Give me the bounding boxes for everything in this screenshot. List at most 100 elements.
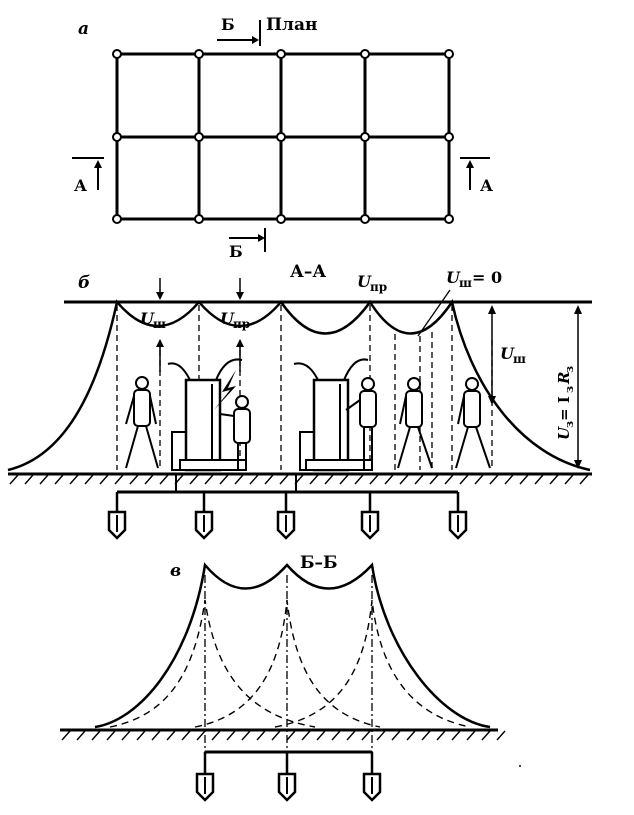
label-u-step-right: U ш [500, 344, 526, 366]
hatch-mark [189, 474, 199, 485]
ground-hatch-aa [9, 474, 589, 485]
grid-node [444, 214, 454, 224]
section-b-arrow-bottom [229, 228, 266, 252]
panel-b-letter: б [78, 273, 90, 293]
grid-node [360, 214, 370, 224]
step-voltage-dimension [488, 305, 496, 405]
hatch-mark [466, 730, 476, 741]
person-touching-1 [219, 395, 251, 470]
leader-u-step-zero [417, 289, 451, 337]
hatch-mark [414, 474, 424, 485]
hatch-mark [504, 474, 514, 485]
hatch-mark [361, 730, 371, 741]
svg-text:= 0: = 0 [472, 268, 502, 287]
panel-a: а План Б Б [72, 15, 493, 261]
hatch-mark [481, 730, 491, 741]
hatch-mark [196, 730, 206, 741]
panel-b: б А–А [7, 262, 592, 540]
svg-text:= I: = I [555, 396, 573, 421]
svg-text:пр: пр [233, 317, 250, 331]
equipment-cabinet-1 [167, 358, 247, 472]
hatch-mark [91, 730, 101, 741]
svg-text:R: R [555, 372, 573, 385]
hatch-mark [114, 474, 124, 485]
label-u-touch-2: U пр [357, 272, 387, 294]
hatch-mark [84, 474, 94, 485]
hatch-mark [399, 474, 409, 485]
section-b-arrow-top [217, 20, 261, 46]
hatch-mark [264, 474, 274, 485]
hatch-mark [301, 730, 311, 741]
section-b-label-top: Б [221, 15, 235, 34]
step-voltage-arrow-1 [156, 278, 164, 300]
hatch-mark [309, 474, 319, 485]
person-touching-2 [345, 377, 377, 470]
potential-curve-aa [7, 298, 591, 472]
section-b-label-bottom: Б [229, 242, 243, 261]
hatch-mark [519, 474, 529, 485]
hatch-mark [534, 474, 544, 485]
person-walking-2 [397, 377, 433, 469]
hatch-mark [249, 474, 259, 485]
panel-c: в Б–Б [60, 553, 521, 802]
individual-electrode-curves [109, 599, 471, 728]
hatch-mark [159, 474, 169, 485]
svg-text:з: з [563, 366, 576, 373]
hatch-mark [354, 474, 364, 485]
svg-text:U: U [140, 309, 155, 328]
hatch-mark [151, 730, 161, 741]
hatch-mark [24, 474, 34, 485]
hatch-mark [271, 730, 281, 741]
hatch-mark [39, 474, 49, 485]
hatch-mark [241, 730, 251, 741]
hatch-mark [226, 730, 236, 741]
person-walking-1 [125, 376, 159, 469]
svg-text:U: U [446, 268, 461, 287]
hatch-mark [549, 474, 559, 485]
hatch-mark [474, 474, 484, 485]
hatch-mark [496, 730, 506, 741]
earth-electrodes-bb [195, 752, 382, 802]
hatch-mark [106, 730, 116, 741]
grid-node [276, 49, 286, 59]
grid-node [194, 49, 204, 59]
hatch-mark [76, 730, 86, 741]
hatch-mark [204, 474, 214, 485]
hatch-mark [61, 730, 71, 741]
grid-node [112, 49, 122, 59]
label-u-step-1: U ш [140, 309, 166, 331]
hatch-mark [129, 474, 139, 485]
label-u-touch-1: U пр [220, 309, 250, 331]
section-a-label-left: А [74, 176, 87, 195]
grid-node [444, 132, 454, 142]
hatch-mark [339, 474, 349, 485]
hatch-mark [219, 474, 229, 485]
step-voltage-arrow-2 [236, 278, 244, 300]
svg-text:ш: ш [459, 276, 472, 290]
hatch-mark [256, 730, 266, 741]
panel-c-letter: в [170, 561, 181, 581]
hatch-mark [331, 730, 341, 741]
curve-arrow-left [156, 339, 164, 372]
hatch-mark [376, 730, 386, 741]
hatch-mark [436, 730, 446, 741]
hatch-mark [234, 474, 244, 485]
hatch-mark [429, 474, 439, 485]
hatch-mark [421, 730, 431, 741]
hatch-mark [166, 730, 176, 741]
hatch-mark [181, 730, 191, 741]
grid-node [444, 49, 454, 59]
earth-voltage-dimension [574, 305, 582, 469]
hatch-mark [279, 474, 289, 485]
hatch-mark [211, 730, 221, 741]
svg-text:U: U [220, 309, 235, 328]
hatch-mark [564, 474, 574, 485]
hatch-mark [54, 474, 64, 485]
hatch-mark [286, 730, 296, 741]
svg-text:ш: ш [153, 317, 166, 331]
hatch-mark [459, 474, 469, 485]
svg-text:ш: ш [513, 352, 526, 366]
hatch-mark [144, 474, 154, 485]
